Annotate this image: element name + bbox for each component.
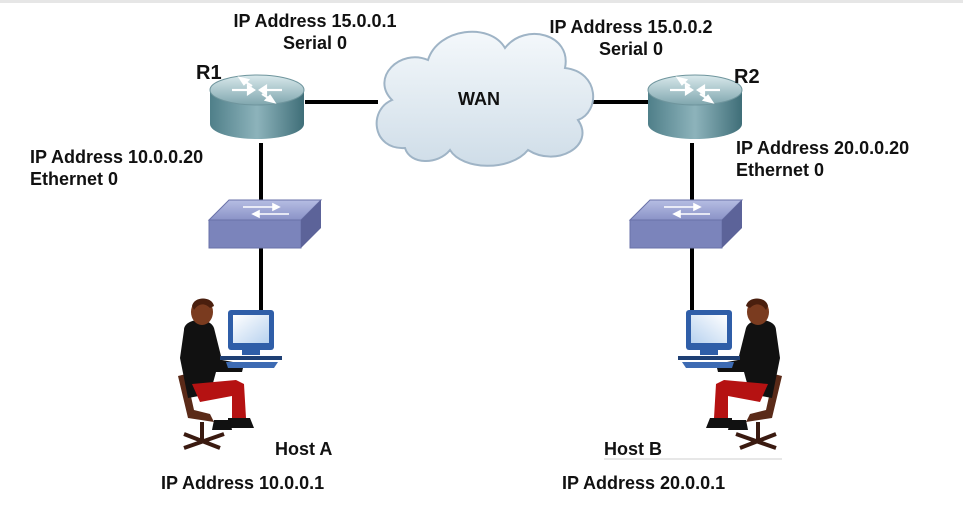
r2-serial-iface: Serial 0 — [598, 39, 664, 59]
r2-serial-ip: IP Address 15.0.0.2 — [549, 17, 713, 37]
r1-name: R1 — [196, 62, 222, 84]
r2-ethernet-label: IP Address 20.0.0.20 Ethernet 0 — [736, 137, 909, 181]
r1-ethernet-iface: Ethernet 0 — [30, 169, 119, 189]
host-a-ip: IP Address 10.0.0.1 — [161, 473, 325, 493]
host-b-ip: IP Address 20.0.0.1 — [562, 473, 726, 493]
host-b-workstation-icon — [678, 298, 782, 450]
switch-1-icon — [207, 199, 323, 249]
r1-serial-label: IP Address 15.0.0.1 Serial 0 — [206, 10, 424, 54]
r1-serial-ip: IP Address 15.0.0.1 — [233, 11, 397, 31]
r2-name: R2 — [734, 66, 760, 88]
wan-cloud-icon — [375, 30, 595, 167]
r2-ethernet-iface: Ethernet 0 — [736, 160, 825, 180]
r1-ethernet-ip: IP Address 10.0.0.20 — [30, 147, 204, 167]
router-r1-icon — [209, 74, 305, 139]
r1-serial-iface: Serial 0 — [282, 33, 348, 53]
router-r2-icon — [647, 74, 743, 139]
host-a-workstation-icon — [178, 298, 282, 450]
top-border — [0, 0, 963, 3]
r1-ethernet-label: IP Address 10.0.0.20 Ethernet 0 — [30, 146, 203, 190]
links — [259, 100, 694, 310]
r2-serial-label: IP Address 15.0.0.2 Serial 0 — [520, 16, 742, 60]
switch-2-icon — [628, 199, 744, 249]
wan-label: WAN — [458, 89, 500, 109]
host-a-name: Host A — [275, 439, 333, 459]
r2-ethernet-ip: IP Address 20.0.0.20 — [736, 138, 910, 158]
host-b-name: Host B — [604, 439, 662, 459]
